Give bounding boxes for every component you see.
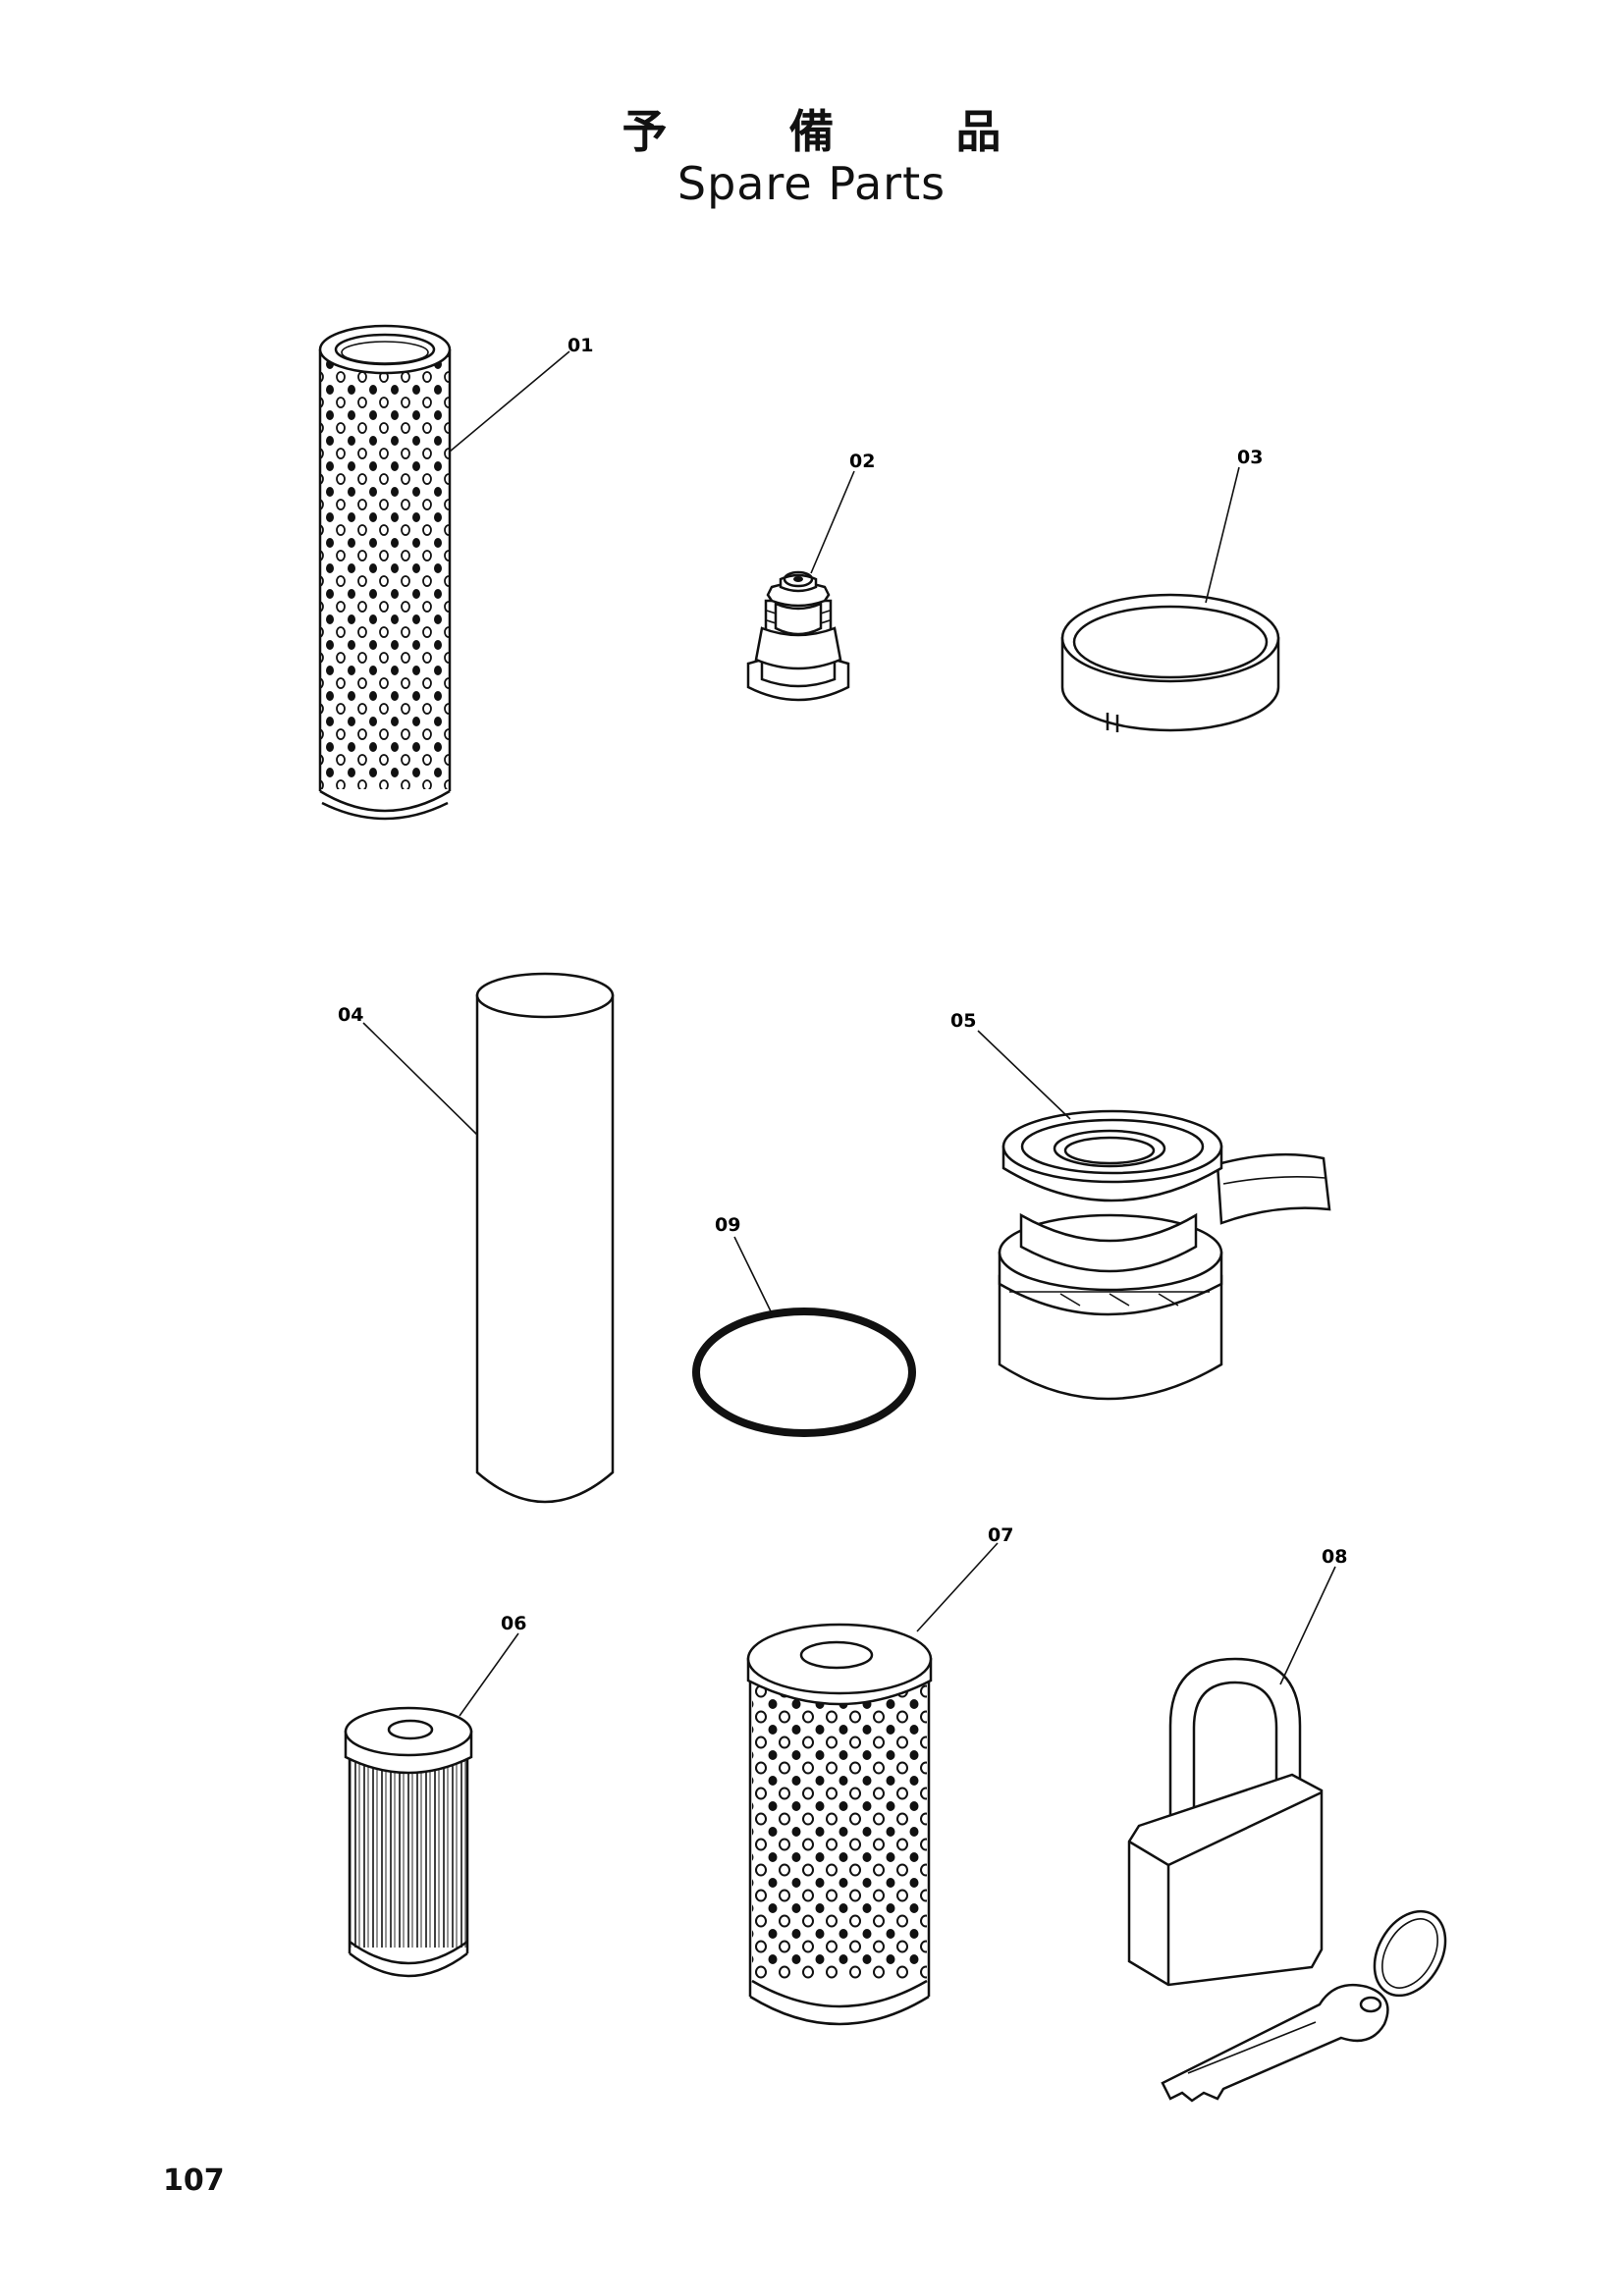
part-number-08: 08	[1322, 1546, 1347, 1568]
part-03-split-ring-icon	[1060, 593, 1280, 732]
callout-08: 08	[1279, 1546, 1347, 1685]
callout-07: 07	[916, 1524, 1013, 1632]
part-number-01: 01	[568, 335, 593, 356]
callout-03: 03	[1205, 447, 1263, 604]
part-number-06: 06	[501, 1613, 526, 1634]
part-number-05: 05	[950, 1010, 976, 1032]
part-06-pleated-filter-icon	[344, 1706, 473, 1978]
callout-06: 06	[459, 1613, 526, 1717]
callout-02: 02	[810, 451, 875, 574]
part-07-perforated-filter-icon	[746, 1623, 933, 2026]
callout-04: 04	[338, 1004, 478, 1136]
part-09-o-ring-icon	[692, 1308, 916, 1437]
callout-01: 01	[449, 335, 593, 453]
page-title-japanese: 予 備 品	[622, 105, 1055, 158]
part-08-padlock-icon	[1127, 1657, 1447, 2103]
part-number-07: 07	[988, 1524, 1013, 1546]
callout-05: 05	[950, 1010, 1071, 1120]
part-number-04: 04	[338, 1004, 363, 1026]
part-02-grease-nipple-icon	[746, 570, 850, 702]
callout-09: 09	[715, 1214, 773, 1314]
page-number: 107	[163, 2163, 225, 2198]
part-05-seal-kit-icon	[998, 1109, 1331, 1401]
part-number-03: 03	[1237, 447, 1263, 468]
part-number-02: 02	[849, 451, 875, 472]
part-01-strainer-icon	[318, 324, 452, 821]
part-04-cylinder-icon	[475, 972, 615, 1504]
page-title-english: Spare Parts	[676, 157, 947, 210]
part-number-09: 09	[715, 1214, 740, 1236]
